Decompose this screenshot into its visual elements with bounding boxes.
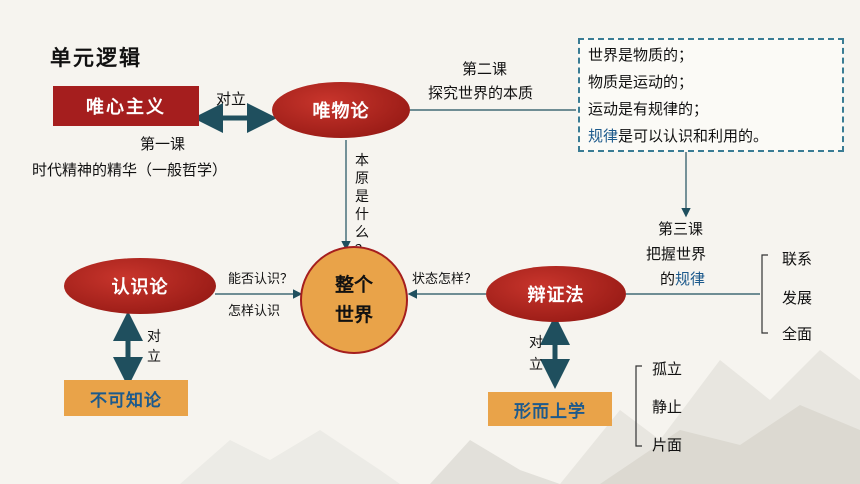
summary-line-4: 规律是可以认识和利用的。: [588, 127, 769, 145]
metaphysics-feature-2: 静止: [652, 398, 683, 416]
summary-line-1: 世界是物质的；: [588, 46, 694, 64]
node-world: 整个 世界: [300, 246, 408, 354]
summary-line-3: 运动是有规律的；: [588, 100, 709, 118]
lesson3-subtitle: 把握世界: [646, 245, 707, 263]
lesson2-subtitle: 探究世界的本质: [428, 84, 534, 102]
node-metaphysics: 形而上学: [488, 392, 612, 426]
label-oppose-left-2: 立: [147, 349, 161, 365]
dialectics-feature-3: 全面: [782, 325, 813, 343]
summary-line-2: 物质是运动的；: [588, 73, 694, 91]
label-oppose-left-1: 对: [147, 329, 161, 345]
label-state-how: 状态怎样？: [412, 272, 478, 287]
lesson3-title: 第三课: [658, 220, 704, 238]
lesson2-title: 第二课: [462, 60, 508, 78]
node-dialectics: 辩证法: [486, 266, 626, 322]
node-agnosticism: 不可知论: [64, 380, 188, 416]
label-can-know: 能否认识？: [228, 272, 294, 287]
lesson3-subtitle-2: 的规律: [660, 270, 706, 288]
node-idealism: 唯心主义: [53, 86, 199, 126]
node-materialism: 唯物论: [272, 82, 410, 138]
label-how-know: 怎样认识: [228, 304, 281, 319]
dialectics-feature-1: 联系: [782, 250, 813, 268]
lesson1-subtitle: 时代精神的精华（一般哲学）: [32, 161, 228, 179]
lesson1-title: 第一课: [140, 135, 186, 153]
metaphysics-feature-1: 孤立: [652, 360, 683, 378]
summary-box: 世界是物质的； 物质是运动的； 运动是有规律的； 规律是可以认识和利用的。: [578, 38, 844, 152]
dialectics-feature-2: 发展: [782, 289, 813, 307]
label-oppose-right-1: 对: [529, 335, 543, 351]
metaphysics-feature-3: 片面: [652, 436, 683, 454]
label-oppose-top: 对立: [216, 90, 247, 108]
origin-question: 本 原 是 什 么 ？: [355, 153, 369, 259]
page-title: 单元逻辑: [50, 46, 142, 70]
label-oppose-right-2: 立: [529, 357, 543, 373]
node-epistemology: 认识论: [64, 258, 216, 314]
